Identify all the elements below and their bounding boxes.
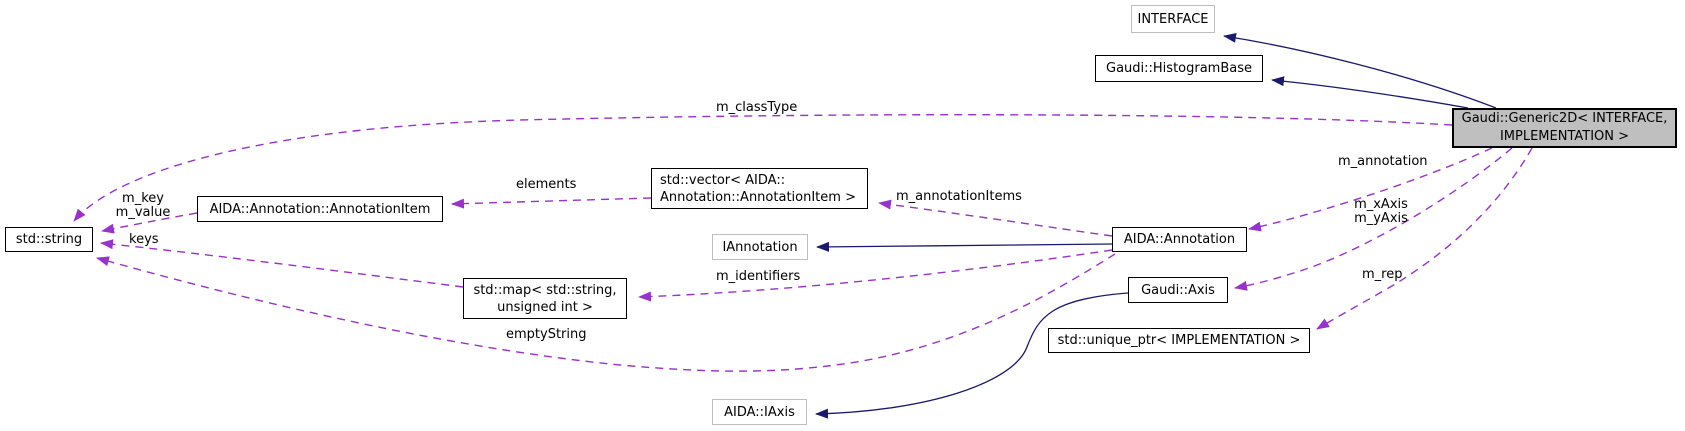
edge-label-m-key: m_key bbox=[122, 191, 164, 206]
node-aida-iaxis: AIDA::IAxis bbox=[712, 399, 807, 425]
node-gaudi-histogrambase[interactable]: Gaudi::HistogramBase bbox=[1095, 55, 1263, 82]
node-aida-annotation[interactable]: AIDA::Annotation bbox=[1112, 227, 1247, 252]
node-aida-iaxis-label: AIDA::IAxis bbox=[724, 404, 795, 420]
edge-usage-m-annotationitems bbox=[878, 199, 1113, 237]
edge-label-m-value: m_value bbox=[115, 205, 171, 220]
edge-label-m-identifiers: m_identifiers bbox=[716, 269, 801, 284]
node-gaudi-generic2d-label-line2: IMPLEMENTATION > bbox=[1499, 129, 1630, 144]
edge-label-m-classtype: m_classType bbox=[716, 100, 798, 115]
node-interface: INTERFACE bbox=[1131, 5, 1215, 33]
edge-label-m-key-m-value: m_key m_value bbox=[108, 192, 178, 220]
edge-inheritance-axis-iaxis bbox=[815, 292, 1129, 419]
node-std-unique-ptr[interactable]: std::unique_ptr< IMPLEMENTATION > bbox=[1048, 328, 1310, 353]
node-std-vector-label-line1: std::vector< AIDA:: bbox=[660, 172, 786, 188]
node-gaudi-generic2d: Gaudi::Generic2D< INTERFACE, IMPLEMENTAT… bbox=[1452, 108, 1677, 148]
node-iannotation-label: IAnnotation bbox=[722, 239, 798, 255]
node-std-vector-label-line2: Annotation::AnnotationItem > bbox=[660, 189, 856, 205]
node-iannotation: IAnnotation bbox=[712, 234, 808, 260]
edge-inheritance-generic2d-interface bbox=[1223, 32, 1497, 109]
edge-label-m-annotationitems: m_annotationItems bbox=[896, 189, 1022, 204]
edge-usage-emptystring bbox=[96, 253, 1116, 372]
node-gaudi-generic2d-label-line1: Gaudi::Generic2D< INTERFACE, bbox=[1461, 111, 1668, 126]
edge-usage-m-classtype bbox=[73, 114, 1453, 222]
edge-usage-m-annotation bbox=[1248, 147, 1493, 232]
node-std-map-label-line1: std::map< std::string, bbox=[473, 282, 617, 298]
node-std-unique-ptr-label: std::unique_ptr< IMPLEMENTATION > bbox=[1057, 333, 1301, 348]
edge-inheritance-generic2d-histogrambase bbox=[1271, 76, 1469, 109]
edge-label-m-yaxis: m_yAxis bbox=[1354, 211, 1408, 226]
edge-label-m-xaxis: m_xAxis bbox=[1354, 197, 1408, 212]
node-aida-annotation-annotationitem[interactable]: AIDA::Annotation::AnnotationItem bbox=[197, 196, 443, 222]
edge-usage-m-identifiers bbox=[638, 249, 1113, 302]
edge-usage-m-rep bbox=[1316, 147, 1533, 330]
node-gaudi-axis-label: Gaudi::Axis bbox=[1141, 282, 1215, 298]
node-std-string[interactable]: std::string bbox=[5, 227, 93, 252]
node-aida-annotation-annotationitem-label: AIDA::Annotation::AnnotationItem bbox=[209, 201, 431, 217]
edge-label-m-rep: m_rep bbox=[1362, 267, 1403, 282]
edge-usage-keys bbox=[100, 239, 464, 288]
edge-usage-m-xaxis-m-yaxis bbox=[1234, 147, 1513, 291]
edge-label-emptystring: emptyString bbox=[506, 327, 587, 342]
node-std-string-label: std::string bbox=[15, 232, 83, 247]
edge-usage-m-key-m-value bbox=[101, 212, 198, 234]
edge-label-m-xaxis-m-yaxis: m_xAxis m_yAxis bbox=[1346, 198, 1416, 226]
node-aida-annotation-label: AIDA::Annotation bbox=[1123, 232, 1236, 247]
edge-inheritance-annotation-iannotation bbox=[816, 241, 1113, 252]
edge-label-m-annotation: m_annotation bbox=[1338, 154, 1428, 169]
node-interface-label: INTERFACE bbox=[1137, 11, 1209, 27]
edge-label-elements: elements bbox=[516, 177, 577, 192]
node-std-map[interactable]: std::map< std::string, unsigned int > bbox=[463, 278, 627, 319]
node-gaudi-histogrambase-label: Gaudi::HistogramBase bbox=[1106, 61, 1252, 76]
edge-label-keys: keys bbox=[129, 232, 159, 247]
edge-usage-elements bbox=[451, 197, 652, 209]
node-std-vector-annotationitem[interactable]: std::vector< AIDA:: Annotation::Annotati… bbox=[651, 168, 868, 209]
node-std-map-label-line2: unsigned int > bbox=[497, 299, 593, 315]
node-gaudi-axis[interactable]: Gaudi::Axis bbox=[1128, 277, 1228, 303]
